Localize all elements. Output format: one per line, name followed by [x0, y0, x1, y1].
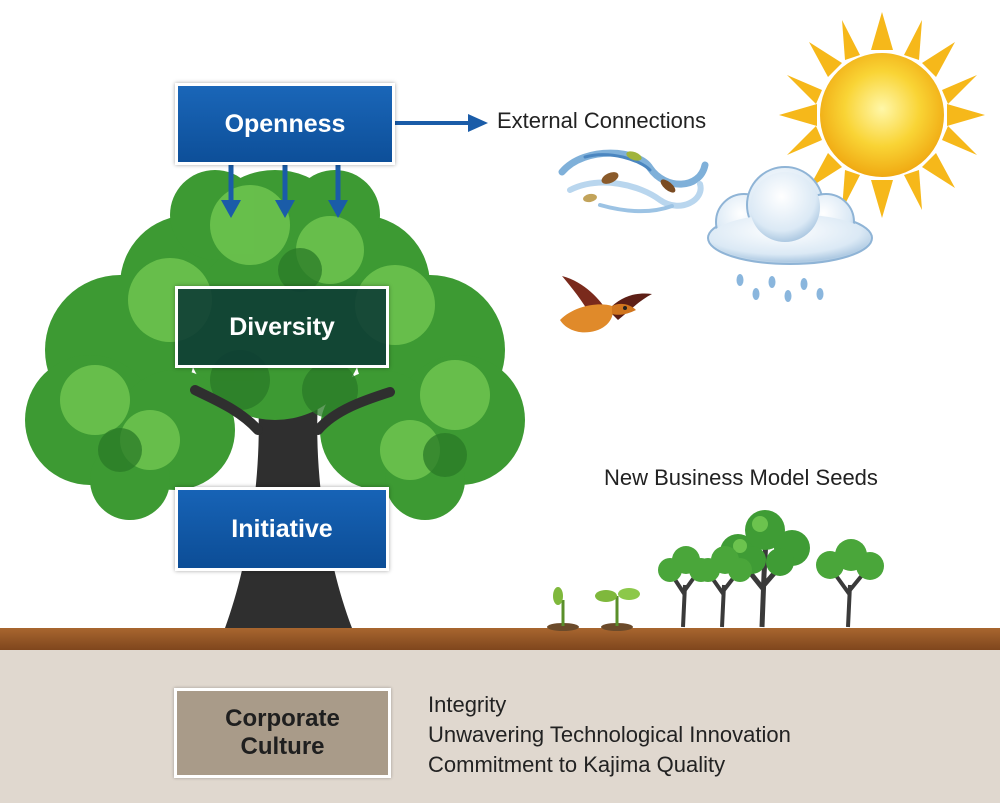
value-item: Commitment to Kajima Quality	[428, 752, 726, 777]
openness-arrows	[221, 114, 488, 218]
sapling-icon	[547, 587, 640, 631]
soil-strip	[0, 628, 1000, 650]
ground-area	[0, 647, 1000, 803]
wind-icon	[558, 149, 709, 214]
small-tree-1	[658, 546, 713, 628]
diversity-box: Diversity	[175, 286, 389, 368]
bird-icon	[560, 276, 652, 333]
corporate-culture-box: Corporate Culture	[174, 688, 391, 778]
corporate-culture-line2: Culture	[240, 733, 325, 760]
value-item: Unwavering Technological Innovation	[428, 722, 791, 747]
small-tree-3	[696, 546, 752, 628]
initiative-box: Initiative	[175, 487, 389, 571]
external-connections-label: External Connections	[497, 108, 707, 133]
value-item: Integrity	[428, 692, 507, 717]
sun-icon	[779, 12, 985, 218]
openness-box: Openness	[175, 83, 395, 165]
rain-cloud-icon	[707, 166, 873, 302]
corporate-values-list: Integrity Unwavering Technological Innov…	[428, 690, 791, 780]
corporate-culture-line1: Corporate	[225, 705, 340, 732]
small-tree-4	[816, 539, 884, 628]
new-business-model-seeds-label: New Business Model Seeds	[604, 465, 878, 490]
